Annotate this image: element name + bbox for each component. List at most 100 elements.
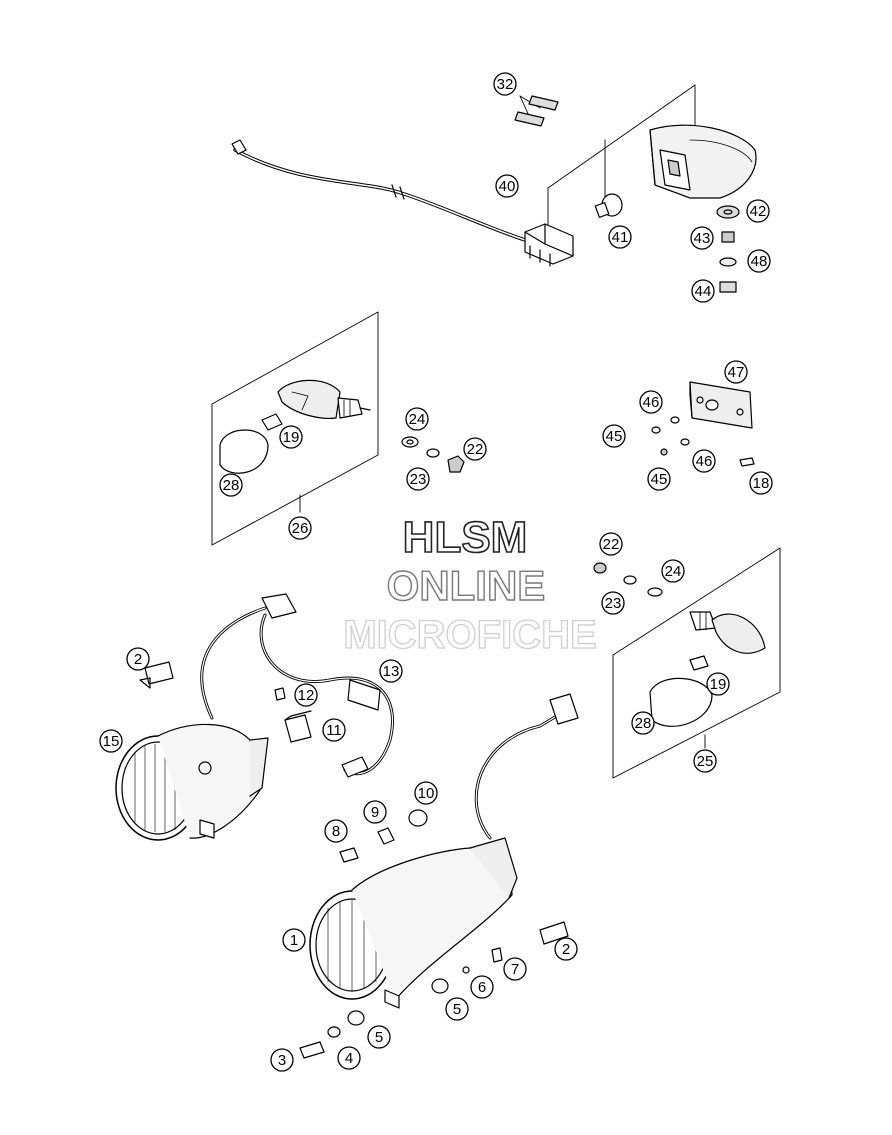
callout-circle [470,975,494,999]
callout-c48: 48 [747,249,771,273]
callout-label: 45 [651,471,668,488]
callout-circle [379,659,403,683]
callout-c19a: 19 [279,425,303,449]
callout-circle [367,1025,391,1049]
callout-circle [503,957,527,981]
callout-c44: 44 [691,279,715,303]
callout-circle [294,683,318,707]
callout-label: 7 [511,961,519,978]
callout-c7: 7 [503,957,527,981]
callout-c45b: 45 [647,467,671,491]
callout-label: 18 [753,475,770,492]
callout-c42: 42 [746,199,770,223]
callout-label: 2 [134,651,142,668]
callout-label: 8 [332,823,340,840]
callout-circle [661,559,685,583]
callout-label: 22 [467,441,484,458]
callout-label: 28 [635,715,652,732]
watermark-line3: MICROFICHE [343,613,596,657]
callout-label: 43 [694,230,711,247]
callout-circle [414,781,438,805]
callout-label: 48 [751,253,768,270]
callout-c45a: 45 [602,424,626,448]
callout-circle [746,199,770,223]
callout-label: 22 [603,536,620,553]
callout-circle [693,749,717,773]
callout-circle [463,437,487,461]
callout-c19b: 19 [706,672,730,696]
callout-circle [445,997,469,1021]
callout-c2a: 2 [126,647,150,671]
callout-circle [219,473,243,497]
callout-label: 45 [606,428,623,445]
callout-label: 23 [410,471,427,488]
callout-circle [692,449,716,473]
callout-c28a: 28 [219,473,243,497]
callout-c24b: 24 [661,559,685,583]
callout-c24a: 24 [405,407,429,431]
callout-c8: 8 [324,819,348,843]
callout-c47: 47 [724,360,748,384]
callout-c23b: 23 [601,591,625,615]
callout-circle [405,407,429,431]
callout-label: 5 [453,1001,461,1018]
callout-circle [288,516,312,540]
callout-label: 3 [278,1052,286,1069]
callout-circle [495,174,519,198]
callout-circle [363,800,387,824]
callout-label: 4 [345,1050,353,1067]
callout-label: 12 [298,687,315,704]
callout-c43: 43 [690,226,714,250]
callout-circle [322,718,346,742]
callout-circle [724,360,748,384]
callout-c13: 13 [379,659,403,683]
callout-c22b: 22 [599,532,623,556]
callout-c11: 11 [322,718,346,742]
callout-label: 46 [696,453,713,470]
callout-label: 24 [409,411,426,428]
callout-c2b: 2 [554,937,578,961]
callout-label: 13 [383,663,400,680]
watermark-line2: ONLINE [387,562,546,609]
callout-c23a: 23 [406,467,430,491]
callout-label: 5 [375,1029,383,1046]
callout-c5b: 5 [367,1025,391,1049]
callout-c25: 25 [693,749,717,773]
callout-label: 19 [283,429,300,446]
callout-circle [602,424,626,448]
callout-label: 26 [292,520,309,537]
callout-circle [99,729,123,753]
callout-c18: 18 [749,471,773,495]
rear-light-group [231,84,757,293]
callout-c46b: 46 [692,449,716,473]
callout-label: 41 [612,229,629,246]
bulb-41-part [594,193,623,218]
callout-label: 1 [290,932,298,949]
callout-circle [126,647,150,671]
fasteners-42-44 [716,205,740,293]
callout-label: 40 [499,178,516,195]
callout-circle [690,226,714,250]
callout-circle [608,225,632,249]
callout-circle [270,1048,294,1072]
callout-c22a: 22 [463,437,487,461]
callout-c26: 26 [288,516,312,540]
callout-label: 47 [728,364,745,381]
callout-circle [279,425,303,449]
callout-label: 2 [562,941,570,958]
callout-label: 24 [665,563,682,580]
callout-c28b: 28 [631,711,655,735]
turn-signal-kit-25 [593,547,781,779]
callout-c41: 41 [608,225,632,249]
rear-light-socket [524,223,574,267]
callout-c15: 15 [99,729,123,753]
callout-label: 46 [643,394,660,411]
watermark: HLSM ONLINE MICROFICHE [343,512,598,657]
callout-c12: 12 [294,683,318,707]
callout-circle [324,819,348,843]
callout-label: 15 [103,733,120,750]
reflector-32-part [514,95,559,127]
callout-c9: 9 [363,800,387,824]
callout-label: 19 [710,676,727,693]
